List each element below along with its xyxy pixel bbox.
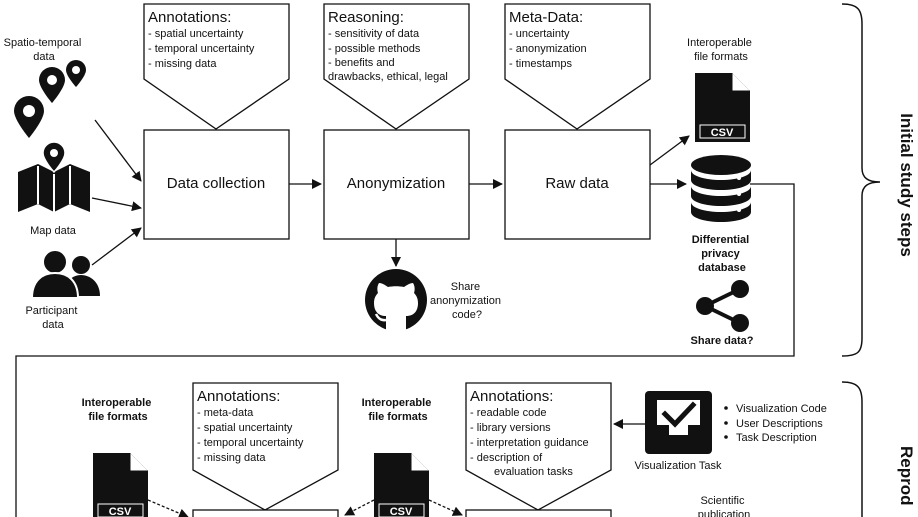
dp-database-label: Differential privacy database — [692, 234, 753, 274]
participants-icon — [30, 249, 100, 299]
svg-text:Annotations:: Annotations: — [148, 9, 231, 26]
svg-text:- sensitivity of data -: - sensitivity of data - possible methods… — [328, 28, 448, 83]
svg-text:- meta-data - spatial un: - meta-data - spatial uncertainty - temp… — [197, 407, 306, 464]
share-icon — [696, 280, 749, 332]
annotations-callout-bottom-right: Annotations: - readable code - library v… — [465, 382, 612, 511]
metadata-callout: Meta-Data: - uncertainty - anonymization… — [504, 3, 651, 130]
csv-file-icon: CSV — [93, 453, 148, 517]
database-icon — [691, 155, 751, 222]
svg-text:CSV: CSV — [390, 506, 413, 517]
svg-text:CSV: CSV — [711, 127, 734, 139]
anonymization-box: Anonymization — [323, 129, 470, 240]
svg-text:CSV: CSV — [109, 506, 132, 517]
reasoning-callout: Reasoning: - sensitivity of data - possi… — [323, 3, 470, 130]
initial-phase-brace — [841, 3, 881, 357]
lower-process-box — [465, 509, 612, 517]
reproduction-phase-brace — [841, 381, 863, 517]
process-arrows — [15, 135, 795, 517]
vis-bullet-list: Visualization Code User Descriptions Tas… — [724, 403, 830, 444]
svg-text:Reasoning:: Reasoning: — [328, 9, 404, 26]
svg-text:Anonymization: Anonymization — [347, 175, 445, 192]
map-pin-icon — [66, 60, 86, 87]
participant-data-label: Participant data — [25, 305, 80, 331]
dotted-arrow — [147, 499, 189, 517]
svg-text:Annotations:: Annotations: — [470, 388, 553, 405]
interoperable-label-left: Interoperable file formats — [82, 397, 155, 423]
github-icon — [365, 269, 427, 331]
dotted-arrow — [344, 499, 375, 516]
svg-text:- spatial uncertainty -: - spatial uncertainty - temporal uncerta… — [148, 28, 257, 70]
data-collection-box: Data collection — [143, 129, 290, 240]
map-data-label: Map data — [30, 225, 77, 237]
map-pin-icon — [14, 96, 44, 138]
spatio-temporal-label: Spatio-temporal data — [4, 37, 85, 63]
map-pin-icon — [39, 67, 65, 103]
csv-file-icon: CSV — [374, 453, 429, 517]
dotted-arrow — [428, 499, 463, 516]
visualization-task-icon — [645, 391, 712, 454]
svg-text:Data collection: Data collection — [167, 175, 265, 192]
svg-text:Annotations:: Annotations: — [197, 388, 280, 405]
interoperable-label-mid: Interoperable file formats — [362, 397, 435, 423]
share-data-label: Share data? — [691, 335, 754, 347]
svg-text:Raw data: Raw data — [545, 175, 609, 192]
reproduction-phase-label: Reprod — [897, 446, 916, 506]
input-arrows — [91, 119, 142, 266]
share-code-label: Share anonymization code? — [430, 281, 504, 321]
vis-task-label: Visualization Task — [634, 460, 722, 472]
raw-data-box: Raw data — [504, 129, 651, 240]
svg-text:Visualization Code User: Visualization Code User Descriptions Tas… — [736, 403, 830, 444]
interoperable-label-top: Interoperable file formats — [687, 37, 755, 63]
svg-text:Meta-Data:: Meta-Data: — [509, 9, 583, 26]
svg-text:- readable code - librar: - readable code - library versions - int… — [470, 407, 592, 478]
scientific-publication-label: Scientific publication — [698, 495, 751, 517]
folded-map-icon — [18, 141, 90, 212]
lower-process-box — [192, 509, 339, 517]
initial-phase-label: Initial study steps — [897, 113, 916, 257]
csv-file-icon: CSV — [695, 73, 750, 142]
annotations-callout-bottom-left: Annotations: - meta-data - spatial uncer… — [192, 382, 339, 511]
svg-text:- uncertainty - anonymiz: - uncertainty - anonymization - timestam… — [509, 28, 590, 70]
annotations-callout-top: Annotations: - spatial uncertainty - tem… — [143, 3, 290, 130]
